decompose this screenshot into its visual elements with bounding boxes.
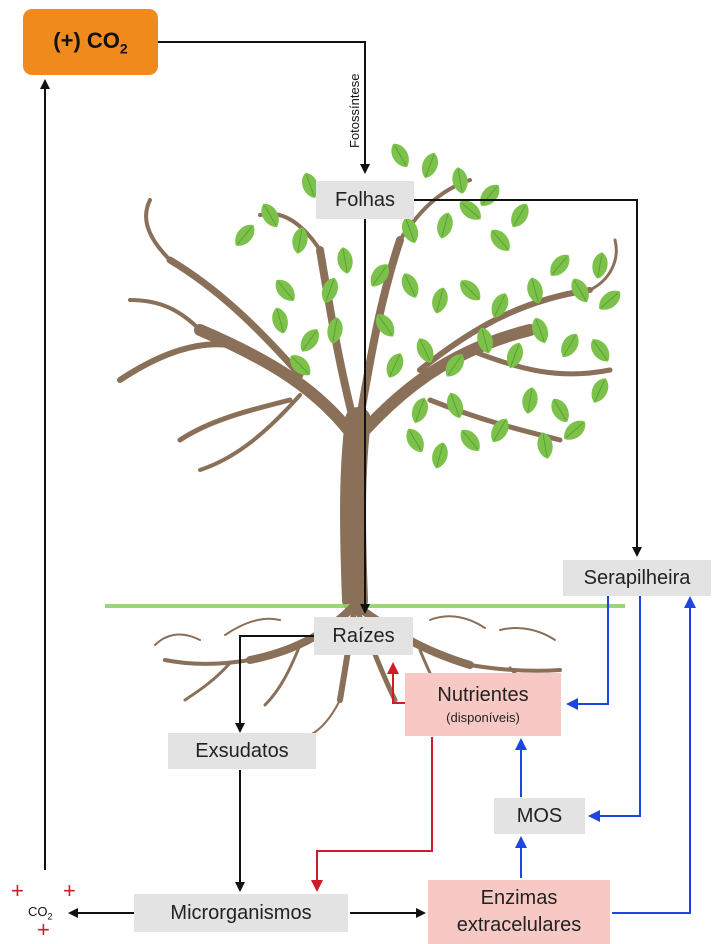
arrow-serapilheira-to-nutrientes [568,596,608,704]
plus-sign-2: + [63,880,76,902]
mos-label: MOS [517,805,563,828]
arrow-nutrientes-to-microrganismos [317,737,432,890]
enzimas-label-line2: extracelulares [457,914,582,937]
mos-box: MOS [494,798,585,834]
raizes-box: Raízes [314,617,413,655]
co2-emission-label: CO2 [28,904,53,922]
exsudatos-label: Exsudatos [195,740,288,763]
arrow-enzimas-to-serapilheira [612,598,690,913]
arrow-co2-to-folhas [158,42,365,172]
serapilheira-box: Serapilheira [563,560,711,596]
raizes-label: Raízes [332,625,394,648]
enzimas-label-line1: Enzimas [481,887,558,910]
co2-atmosphere-box: (+) CO2 [23,9,158,75]
folhas-box: Folhas [316,181,414,219]
blue-arrows [521,596,690,913]
plus-sign-1: + [11,880,24,902]
microrganismos-label: Microrganismos [170,902,311,925]
microrganismos-box: Microrganismos [134,894,348,932]
nutrientes-label: Nutrientes [437,684,528,707]
nutrientes-box: Nutrientes (disponíveis) [405,673,561,736]
plus-sign-3: + [37,919,50,941]
folhas-label: Folhas [335,189,395,212]
fotossintese-label: Fotossíntese [347,74,362,148]
nutrientes-sublabel: (disponíveis) [446,711,520,726]
co2-atmosphere-label: (+) CO2 [53,28,127,56]
arrow-serapilheira-to-mos [590,596,640,816]
exsudatos-box: Exsudatos [168,733,316,769]
enzimas-box: Enzimas extracelulares [428,880,610,944]
serapilheira-label: Serapilheira [584,567,691,590]
